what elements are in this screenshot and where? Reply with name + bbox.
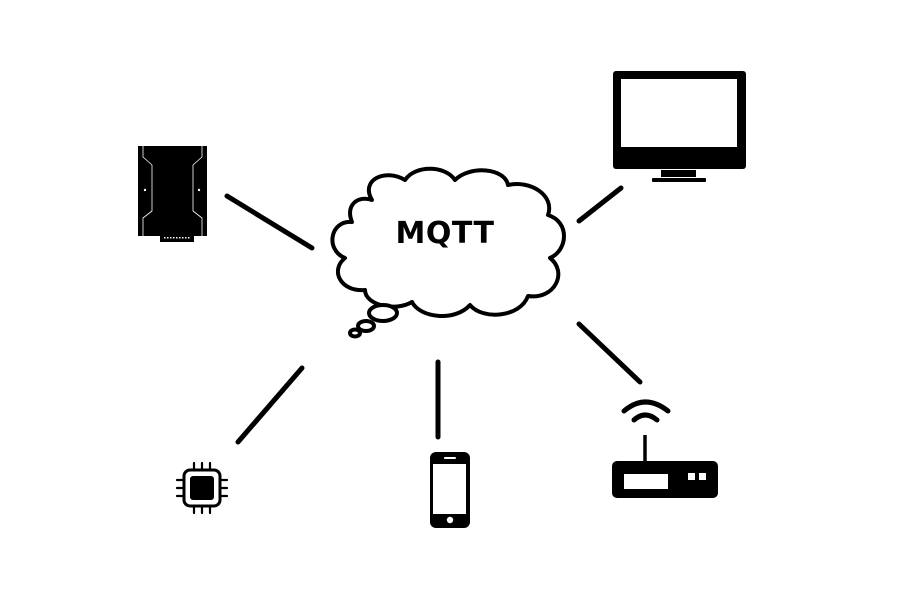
industrial-controller-icon	[138, 146, 207, 242]
edge-chip-mqtt	[235, 365, 305, 445]
monitor-icon	[613, 71, 746, 182]
edge-monitor-mqtt	[576, 185, 624, 224]
mqtt-cloud	[330, 166, 566, 339]
edge-controller-mqtt	[224, 193, 315, 251]
wifi-router-icon	[612, 399, 718, 498]
microchip-icon	[175, 461, 229, 515]
edge-router-mqtt	[576, 321, 643, 385]
mqtt-label: MQTT	[395, 216, 495, 251]
smartphone-icon	[430, 452, 470, 528]
